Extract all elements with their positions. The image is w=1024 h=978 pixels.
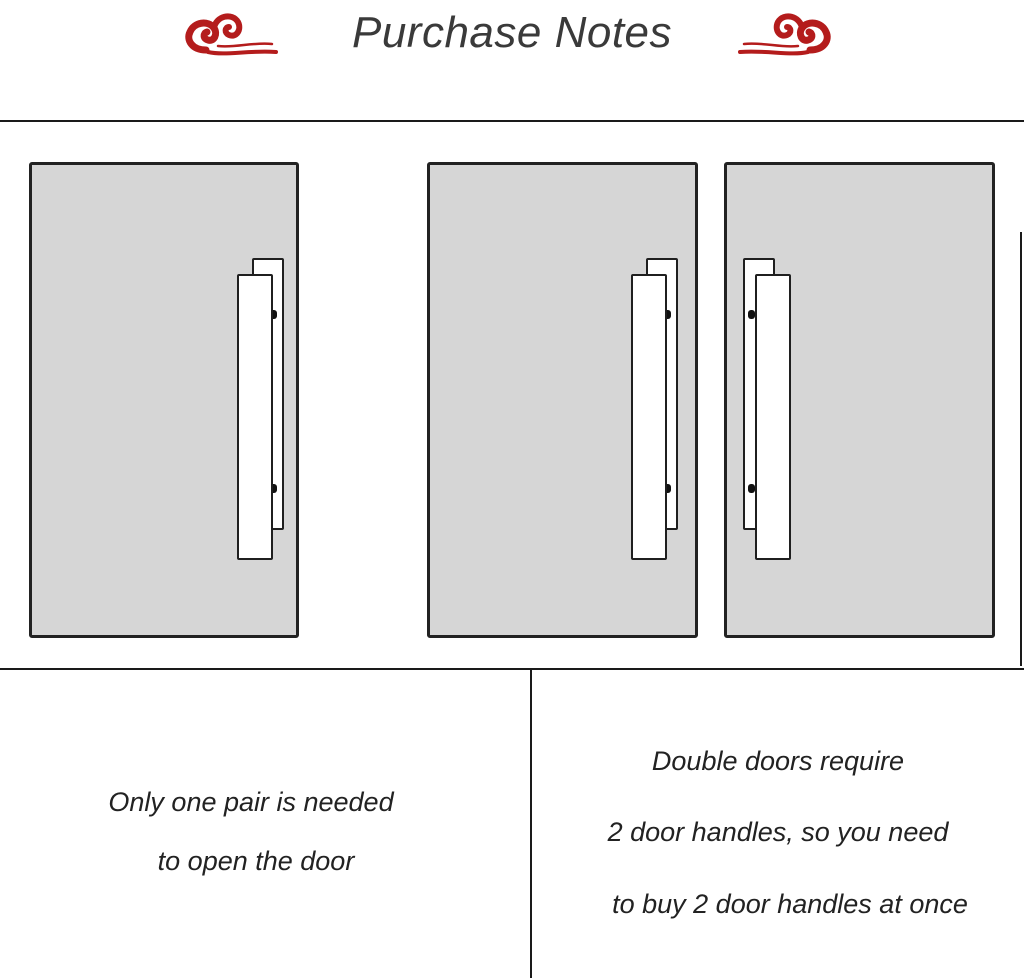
handle-screw-bottom	[748, 484, 755, 493]
double-doors-note-line-3: to buy 2 door handles at once	[612, 889, 968, 919]
handle-screw-top	[664, 310, 671, 319]
single-door-note-line-1: Only one pair is needed	[108, 787, 394, 817]
double-doors-note-line-2: 2 door handles, so you need	[607, 817, 949, 847]
cloud-ornament-left-icon	[185, 13, 278, 56]
handle-screw-bottom	[270, 484, 277, 493]
single-door-note-line-2: to open the door	[157, 846, 355, 876]
handle-screw-bottom	[664, 484, 671, 493]
cloud-ornament-right-icon	[738, 13, 831, 56]
double-door-right-leaf	[724, 162, 995, 638]
double-doors-note-line-1: Double doors require	[651, 746, 905, 776]
right-edge-line	[1020, 232, 1022, 666]
middle-divider	[0, 668, 1024, 670]
page-title: Purchase Notes	[351, 8, 673, 57]
single-door	[29, 162, 299, 638]
top-divider	[0, 120, 1024, 122]
bottom-column-divider	[530, 670, 532, 978]
door-handle-front	[631, 274, 667, 560]
handle-screw-top	[748, 310, 755, 319]
door-handle-front	[237, 274, 273, 560]
double-door-left-leaf	[427, 162, 698, 638]
handle-screw-top	[270, 310, 277, 319]
door-handle-front	[755, 274, 791, 560]
